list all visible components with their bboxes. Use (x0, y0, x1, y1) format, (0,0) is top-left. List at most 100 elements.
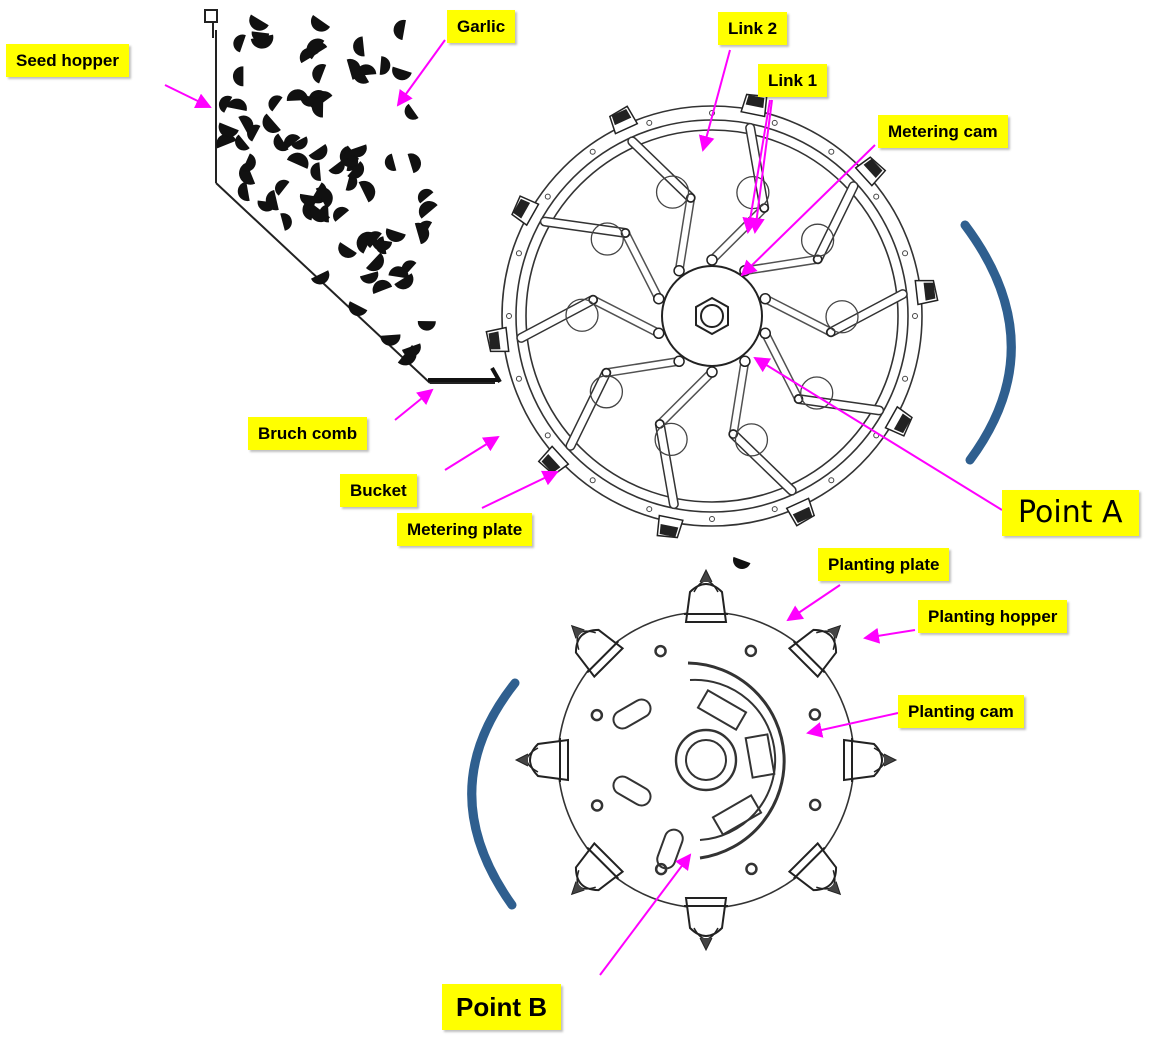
bruch-comb (428, 367, 502, 383)
plate-hole (565, 298, 599, 332)
plate-hole (800, 223, 835, 257)
garlic-seed (372, 279, 393, 294)
planting-hopper (843, 738, 898, 782)
bucket (511, 195, 540, 227)
garlic-seed (384, 153, 397, 171)
garlic-seed (358, 180, 376, 203)
pin (812, 254, 823, 265)
garlic-seed (265, 190, 279, 211)
garlic-seed (218, 95, 233, 113)
rim-hole (873, 193, 880, 200)
garlic-seed (218, 122, 239, 138)
rim-hole (828, 148, 835, 155)
garlic-seed (417, 320, 436, 331)
garlic-seed (311, 95, 324, 118)
label-metering-plate: Metering plate (397, 513, 533, 546)
bucket (854, 156, 887, 187)
plate-hole (589, 375, 624, 409)
rim-hole (506, 313, 512, 319)
garlic-seed (275, 179, 290, 196)
link-1-inner (590, 296, 662, 337)
link-2-inner (567, 369, 610, 450)
rim-hole (771, 119, 778, 126)
metering-cam (661, 265, 763, 367)
plate-hole (825, 300, 859, 334)
garlic-seed (233, 34, 246, 53)
leader-lines (164, 39, 1003, 976)
garlic-seed (380, 334, 401, 346)
garlic-seed (385, 228, 406, 243)
garlic-seed (249, 14, 269, 31)
garlic-seed (366, 231, 382, 249)
garlic-seed (401, 343, 421, 357)
plate-hole (800, 376, 834, 410)
label-metering-cam: Metering cam (878, 115, 1008, 148)
garlic-seed (247, 124, 261, 142)
pin (601, 367, 612, 378)
rim-hole (646, 506, 653, 513)
rim-hole (912, 313, 918, 319)
link-2-inner (628, 137, 695, 202)
planting-hopper (787, 841, 842, 896)
plate-bolt (745, 862, 758, 876)
planting-cam (612, 661, 786, 870)
pin (759, 327, 772, 340)
garlic-seed (235, 134, 250, 151)
pin (652, 327, 665, 340)
rim-hole (544, 432, 551, 439)
rim-hole (771, 506, 778, 513)
garlic-seed (286, 89, 309, 102)
label-link-1: Link 1 (758, 64, 828, 97)
link-2-inner (729, 430, 796, 495)
garlic-seeds (216, 14, 438, 366)
bucket (656, 514, 684, 539)
rim-hole (589, 477, 596, 484)
rim-hole (589, 148, 596, 155)
garlic-seed (308, 144, 328, 161)
garlic-seed (365, 252, 384, 272)
planting-hopper (684, 897, 728, 952)
garlic-seed (309, 203, 331, 223)
link-1-inner (603, 358, 683, 376)
rim-hole (709, 516, 715, 522)
pin (826, 327, 836, 338)
pin (739, 355, 751, 368)
garlic-seed (404, 103, 419, 120)
garlic-seed (418, 201, 438, 219)
link-2-inner (541, 218, 629, 237)
bucket (884, 405, 913, 437)
falling-garlic (733, 556, 751, 569)
planting-hopper (514, 738, 569, 782)
garlic-seed (393, 19, 406, 41)
garlic-seed (359, 271, 379, 284)
garlic-seed (348, 301, 368, 317)
rotation-arrow-metering (960, 220, 1016, 465)
garlic-seed (315, 187, 333, 209)
plate-hole (655, 175, 690, 209)
garlic-seed (417, 188, 434, 204)
link-1-inner (676, 194, 694, 274)
link-1-inner (622, 229, 662, 302)
garlic-seed (216, 133, 237, 149)
plate-bolt (744, 644, 758, 658)
link-2-inner (517, 296, 597, 342)
garlic-seed (392, 66, 412, 81)
label-bruch-comb: Bruch comb (248, 417, 368, 450)
garlic-seed (310, 162, 322, 181)
link-2-inner (795, 395, 883, 414)
garlic-seed (312, 64, 327, 84)
garlic-seed (290, 136, 308, 150)
garlic-seed (407, 153, 421, 174)
pin (706, 254, 718, 266)
plate-hole (734, 423, 769, 457)
label-planting-plate: Planting plate (818, 548, 950, 581)
garlic-seed (251, 31, 270, 42)
plate-hole (590, 222, 624, 256)
garlic-seed (379, 56, 391, 75)
pin (655, 419, 665, 429)
garlic-seed (226, 98, 247, 111)
link-1-inner (656, 369, 715, 428)
garlic-seed (394, 273, 414, 290)
garlic-seed (353, 36, 365, 57)
label-seed-hopper: Seed hopper (6, 44, 129, 77)
